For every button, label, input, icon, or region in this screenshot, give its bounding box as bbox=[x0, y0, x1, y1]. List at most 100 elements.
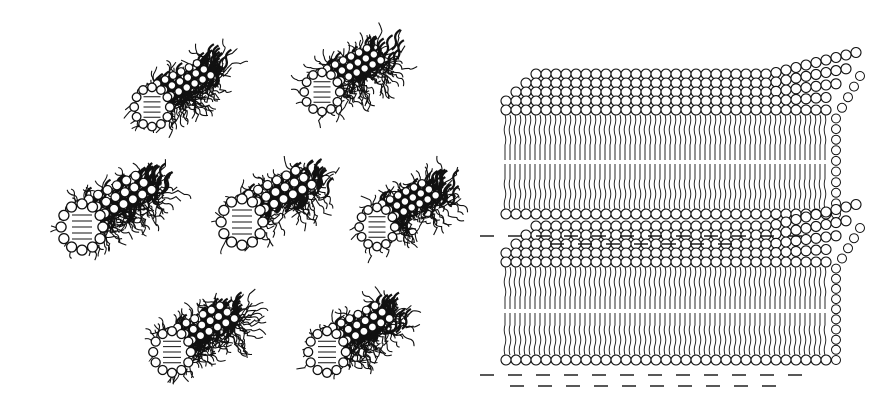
lipid-tail bbox=[724, 115, 726, 160]
head-group bbox=[832, 325, 841, 334]
head-group bbox=[811, 233, 821, 243]
lipid-tail bbox=[819, 267, 821, 309]
head-group bbox=[741, 355, 751, 365]
head-group bbox=[771, 209, 781, 219]
head-group bbox=[139, 120, 148, 129]
head-group bbox=[831, 66, 841, 76]
lipid-tail bbox=[669, 164, 671, 209]
lipid-tail bbox=[754, 164, 756, 209]
head-group bbox=[151, 337, 160, 346]
head-group bbox=[521, 257, 531, 267]
lipid-tail bbox=[664, 313, 666, 355]
lipid-tail bbox=[599, 313, 601, 355]
lipid-tail bbox=[644, 267, 646, 309]
head-group bbox=[361, 317, 369, 325]
head-group bbox=[307, 180, 316, 189]
lipid-tail bbox=[709, 164, 711, 209]
head-group bbox=[811, 355, 821, 365]
head-group bbox=[781, 65, 791, 75]
head-group bbox=[751, 105, 761, 115]
head-group bbox=[219, 229, 229, 239]
head-group bbox=[721, 355, 731, 365]
head-group bbox=[247, 237, 257, 247]
head-group bbox=[227, 237, 237, 247]
head-group bbox=[219, 205, 229, 215]
head-group bbox=[621, 209, 631, 219]
lipid-tail bbox=[779, 115, 781, 160]
lipid-tail bbox=[709, 313, 711, 355]
head-group bbox=[183, 84, 191, 92]
head-group bbox=[841, 216, 851, 226]
lipid-tail bbox=[579, 267, 581, 309]
head-group bbox=[581, 355, 591, 365]
head-group bbox=[731, 209, 741, 219]
head-group bbox=[148, 122, 157, 131]
head-group bbox=[831, 53, 841, 63]
lipid-tail bbox=[639, 267, 641, 309]
head-group bbox=[177, 330, 186, 339]
lipid-tail bbox=[714, 313, 716, 355]
head-group bbox=[801, 212, 811, 222]
lipid-tail bbox=[524, 115, 526, 160]
head-group bbox=[386, 196, 394, 204]
lipid-tail bbox=[759, 164, 761, 209]
head-group bbox=[581, 105, 591, 115]
lipid-tail bbox=[589, 164, 591, 209]
head-group bbox=[361, 65, 369, 73]
head-group bbox=[59, 210, 69, 220]
lipid-tail bbox=[514, 115, 516, 160]
head-group bbox=[811, 257, 821, 267]
head-group bbox=[345, 73, 353, 81]
lipid-tail bbox=[679, 313, 681, 355]
head-group bbox=[364, 206, 373, 215]
head-group bbox=[631, 257, 641, 267]
head-group bbox=[741, 209, 751, 219]
lipid-tail bbox=[769, 267, 771, 309]
head-group bbox=[161, 76, 169, 84]
head-group bbox=[184, 337, 193, 346]
micelle-panel bbox=[0, 0, 470, 402]
head-group bbox=[838, 254, 847, 263]
lipid-tail bbox=[599, 115, 601, 160]
head-group bbox=[811, 58, 821, 68]
lipid-tail bbox=[649, 267, 651, 309]
head-group bbox=[333, 78, 342, 87]
head-group bbox=[394, 192, 402, 200]
head-group bbox=[832, 315, 841, 324]
head-group bbox=[362, 306, 370, 314]
head-group bbox=[601, 105, 611, 115]
lipid-tail bbox=[564, 313, 566, 355]
head-group bbox=[169, 72, 177, 80]
head-group bbox=[681, 209, 691, 219]
head-group bbox=[671, 209, 681, 219]
lipid-tail bbox=[649, 164, 651, 209]
lipid-tail bbox=[509, 115, 511, 160]
head-group bbox=[377, 57, 385, 65]
lipid-tail bbox=[554, 267, 556, 309]
lipid-tail bbox=[809, 313, 811, 355]
lipid-tail bbox=[719, 115, 721, 160]
head-group bbox=[388, 213, 397, 222]
lipid-tail bbox=[694, 313, 696, 355]
lipid-tail bbox=[529, 164, 531, 209]
head-group bbox=[355, 49, 363, 57]
lipid-tail bbox=[574, 313, 576, 355]
lipid-tail bbox=[614, 164, 616, 209]
head-group bbox=[299, 173, 308, 182]
lipid-tail bbox=[619, 313, 621, 355]
lipid-tail bbox=[799, 313, 801, 355]
head-group bbox=[166, 103, 175, 112]
lipid-tail bbox=[609, 267, 611, 309]
head-group bbox=[432, 192, 440, 200]
lipid-tail bbox=[624, 115, 626, 160]
head-group bbox=[300, 88, 309, 97]
lipid-tail bbox=[569, 313, 571, 355]
head-group bbox=[402, 188, 410, 196]
lipid-tail bbox=[709, 115, 711, 160]
micelle bbox=[145, 289, 268, 384]
head-group bbox=[844, 93, 853, 102]
lipid-tail bbox=[714, 164, 716, 209]
head-group bbox=[339, 57, 347, 65]
lipid-tail bbox=[774, 267, 776, 309]
